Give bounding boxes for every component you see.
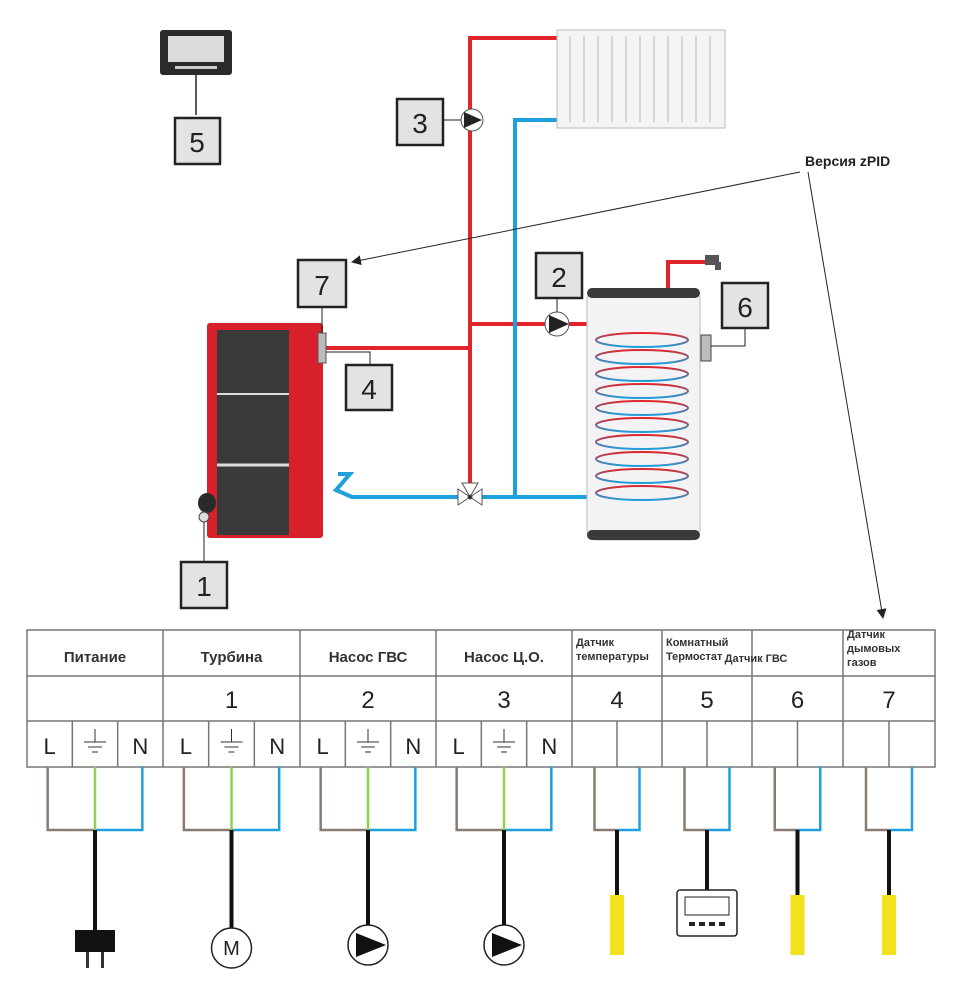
- mixing-valve-icon: [457, 482, 483, 506]
- hot-water-tank: [586, 255, 746, 541]
- column-header: Питание: [64, 649, 126, 666]
- wire-l: [319, 767, 368, 832]
- wire-1: [773, 767, 798, 832]
- column-header: Турбина: [201, 649, 263, 666]
- wire-l: [455, 767, 504, 832]
- boiler: [198, 307, 371, 562]
- terminal-l: L: [44, 734, 56, 759]
- wire-1: [683, 767, 707, 832]
- arrow-to-callout-7: [351, 171, 801, 266]
- terminal-n: N: [405, 734, 421, 759]
- terminal-l: L: [317, 734, 329, 759]
- motor-icon: M: [210, 927, 253, 969]
- earth-icon: [220, 729, 243, 753]
- wire-n: [504, 767, 553, 832]
- wire-l: [182, 767, 232, 832]
- wire-2: [617, 767, 641, 832]
- column-4: Насос Ц.О. 3L N: [453, 649, 557, 966]
- column-number: 7: [882, 687, 895, 714]
- terminal-n: N: [269, 734, 285, 759]
- sensor-icon: [790, 895, 805, 955]
- faucet-icon: [705, 255, 721, 270]
- column-header: Насос Ц.О.: [464, 649, 544, 666]
- callout-3: 3: [395, 97, 445, 147]
- wire-2: [797, 767, 822, 832]
- pump-icon: [483, 924, 525, 966]
- column-number: 1: [225, 687, 238, 714]
- wire-2: [707, 767, 731, 832]
- sensor-icon: [610, 895, 624, 955]
- terminal-n: N: [541, 734, 557, 759]
- svg-text:3: 3: [412, 108, 428, 139]
- arrow-to-column-7: [807, 171, 887, 619]
- pump-icon: [347, 924, 389, 966]
- column-7: Датчик ГВС 6: [725, 653, 822, 955]
- svg-text:6: 6: [737, 292, 753, 323]
- wire-2: [889, 767, 914, 832]
- terminal-l: L: [453, 734, 465, 759]
- wire-l: [46, 767, 95, 832]
- column-number: 2: [361, 687, 374, 714]
- callout-1: 1: [179, 560, 229, 610]
- thermostat-icon: [676, 889, 738, 937]
- callout-6: 6: [720, 281, 770, 330]
- callout-2: 2: [534, 251, 584, 300]
- callout-7: 7: [296, 258, 348, 309]
- earth-icon: [357, 729, 379, 753]
- column-number: 6: [791, 687, 804, 714]
- plug-icon: [75, 930, 115, 968]
- wire-n: [95, 767, 144, 832]
- column-header: Насос ГВС: [329, 649, 408, 666]
- version-label: Версия zPID: [805, 153, 890, 169]
- svg-text:1: 1: [196, 571, 212, 602]
- callout-4: 4: [344, 363, 394, 412]
- radiator: [556, 29, 726, 129]
- callout-5: 5: [173, 116, 222, 166]
- terminal-l: L: [180, 734, 192, 759]
- cold-pipes: [332, 118, 590, 499]
- wire-n: [368, 767, 417, 832]
- pump-3-icon: [443, 108, 484, 132]
- hot-pipes: [322, 36, 705, 490]
- svg-text:2: 2: [551, 262, 567, 293]
- column-3: Насос ГВС 2L N: [317, 649, 421, 966]
- svg-text:5: 5: [189, 127, 205, 158]
- column-header: Датчик ГВС: [725, 653, 788, 665]
- earth-icon: [84, 729, 106, 753]
- controller-display-icon: [160, 30, 232, 115]
- wire-1: [864, 767, 889, 832]
- sensor-icon: [882, 895, 896, 955]
- svg-text:7: 7: [314, 270, 330, 301]
- motor-label: M: [223, 938, 240, 960]
- earth-icon: [493, 729, 515, 753]
- pump-2-icon: [544, 298, 570, 337]
- svg-text:4: 4: [361, 374, 377, 405]
- column-number: 5: [700, 687, 713, 714]
- terminal-n: N: [132, 734, 148, 759]
- column-number: 3: [497, 687, 510, 714]
- wire-n: [231, 767, 281, 832]
- column-2: Турбина 1L N M: [180, 649, 285, 969]
- wire-1: [593, 767, 617, 832]
- column-number: 4: [610, 687, 623, 714]
